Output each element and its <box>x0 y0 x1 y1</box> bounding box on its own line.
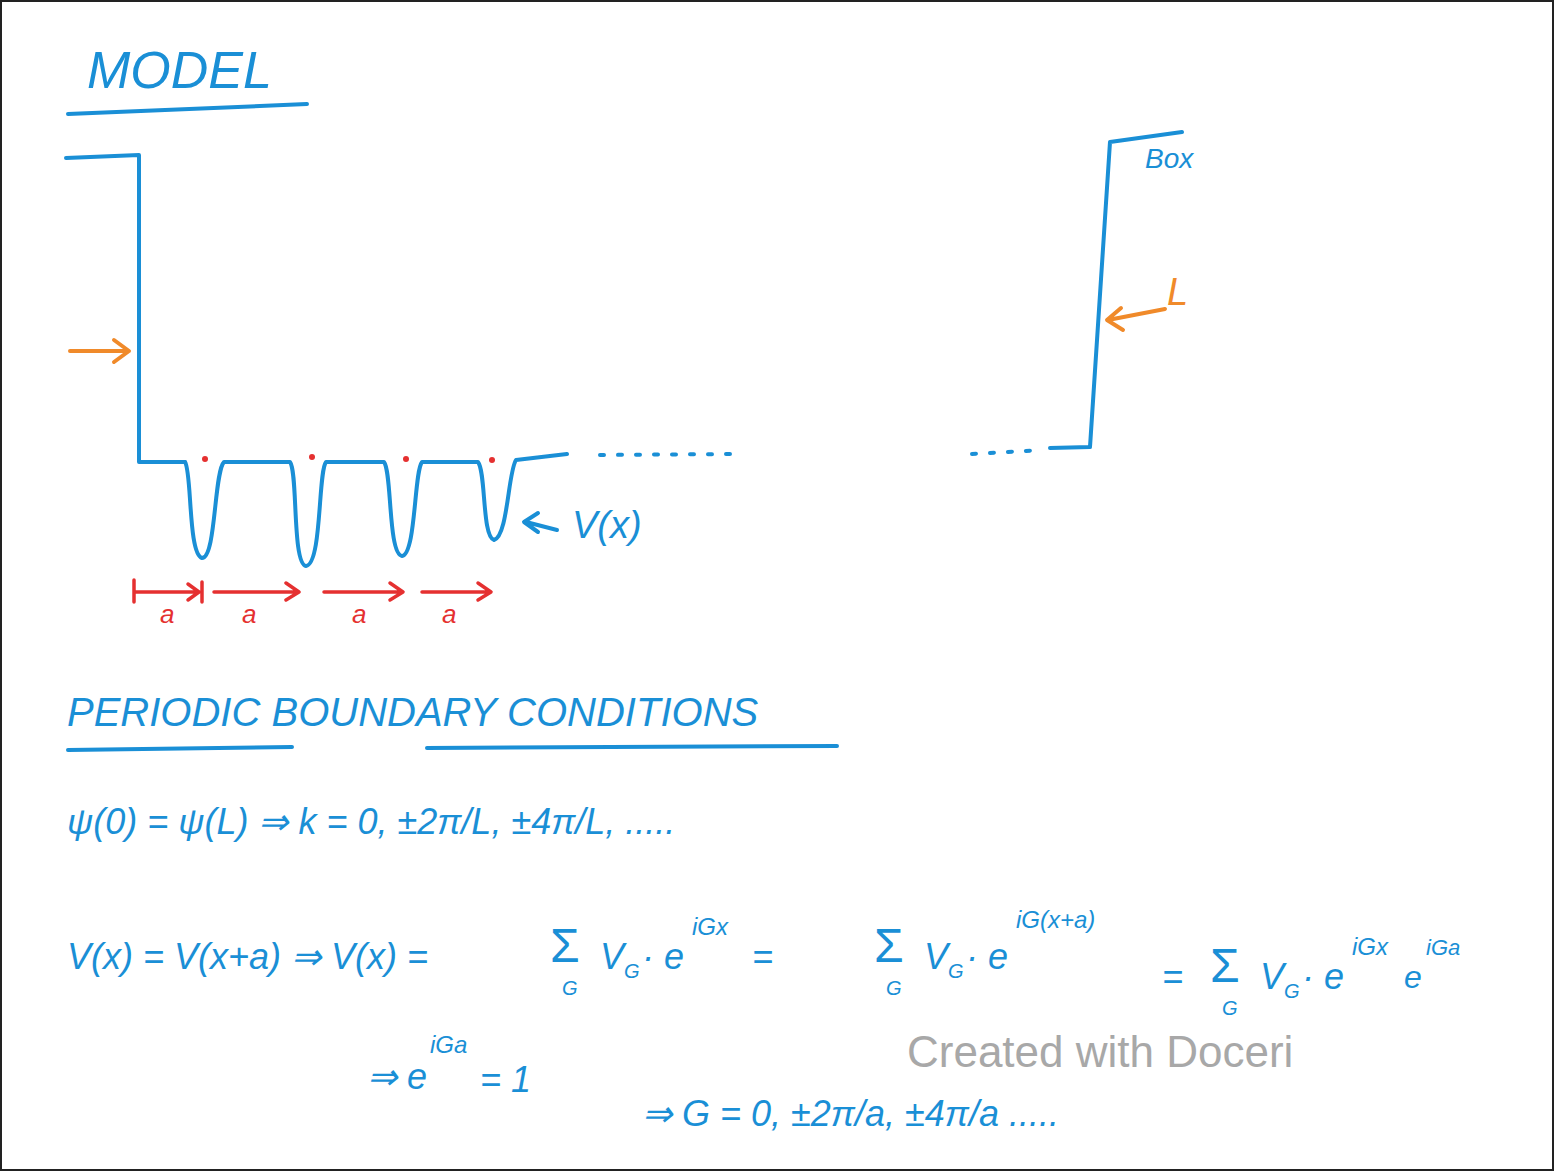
box-wall-right <box>1050 132 1182 448</box>
potential-label: V(x) <box>572 505 642 547</box>
watermark: Created with Doceri <box>907 1028 1293 1076</box>
equation: V <box>1260 957 1284 997</box>
section-heading: PERIODIC BOUNDARY CONDITIONS <box>67 690 758 734</box>
equation: · e <box>1302 957 1344 997</box>
wall-label: Box <box>1145 144 1193 175</box>
equation: = <box>752 937 773 977</box>
title: MODEL <box>87 42 272 99</box>
equation: · e <box>642 937 684 977</box>
box-wall-left <box>66 155 185 462</box>
superscript: iGa <box>430 1032 467 1058</box>
sum-symbol: Σ <box>550 920 580 973</box>
equation: V <box>600 937 624 977</box>
equation: e <box>1404 960 1422 995</box>
spacing-label: a <box>160 600 174 629</box>
wall-arrow <box>1107 308 1165 330</box>
superscript: iGa <box>1426 936 1460 960</box>
subscript: G <box>886 977 902 999</box>
subscript: G <box>562 977 578 999</box>
subscript: G <box>948 960 964 982</box>
sum-symbol: Σ <box>1210 940 1240 993</box>
periodic-wells <box>185 454 567 566</box>
heading-underline <box>68 746 837 750</box>
spacing-arrow <box>134 580 202 602</box>
equation: V(x) = V(x+a) ⇒ V(x) = <box>67 937 428 977</box>
spacing-arrow <box>422 583 491 600</box>
title-underline <box>68 104 307 114</box>
spacing-arrow <box>324 583 403 600</box>
spacing-label: a <box>242 600 256 629</box>
potential-arrow <box>524 513 557 532</box>
dimension-label: L <box>1167 272 1188 314</box>
dotted-continuation <box>972 450 1042 454</box>
equation: V <box>924 937 948 977</box>
spacing-label: a <box>442 600 456 629</box>
dotted-continuation <box>600 454 737 455</box>
wall-arrow <box>70 340 129 362</box>
superscript: iG(x+a) <box>1016 907 1095 933</box>
superscript: iGx <box>1352 934 1388 960</box>
subscript: G <box>624 960 640 982</box>
superscript: iGx <box>692 914 728 940</box>
subscript: G <box>1222 997 1238 1019</box>
spacing-label: a <box>352 600 366 629</box>
equation: ⇒ G = 0, ±2π/a, ±4π/a ..... <box>642 1094 1059 1134</box>
subscript: G <box>1284 980 1300 1002</box>
equation: ψ(0) = ψ(L) ⇒ k = 0, ±2π/L, ±4π/L, ..... <box>67 802 675 842</box>
equation: = <box>1162 957 1183 997</box>
equation: ⇒ e <box>367 1057 427 1097</box>
spacing-arrow <box>214 583 299 600</box>
equation: = 1 <box>480 1060 531 1100</box>
sum-symbol: Σ <box>874 920 904 973</box>
equation: · e <box>966 937 1008 977</box>
ion-dots <box>202 454 495 463</box>
